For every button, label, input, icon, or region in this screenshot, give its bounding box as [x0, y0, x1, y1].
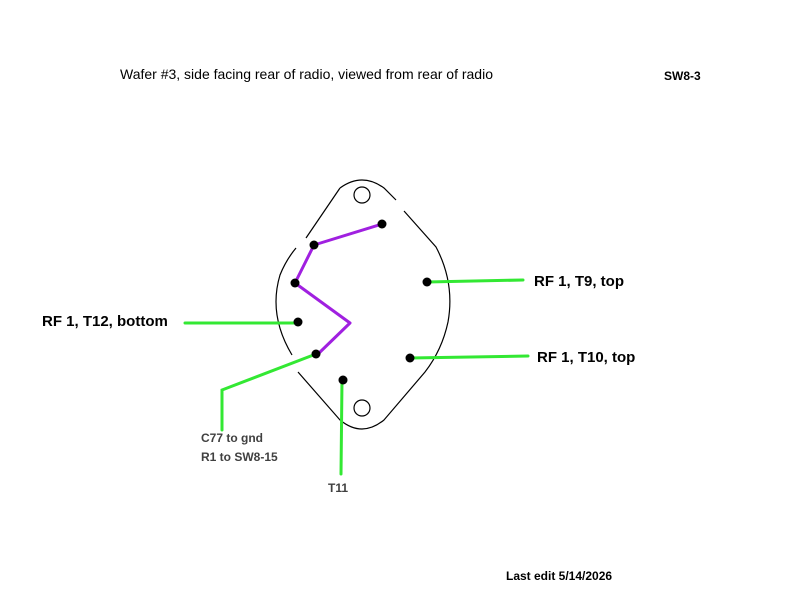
lead-wire-t11 — [339, 378, 344, 476]
terminal-top-right — [377, 219, 387, 229]
terminal-t12 — [293, 317, 303, 327]
jumper-wires — [293, 222, 384, 356]
lead-wires — [183, 278, 530, 476]
lead-wire-t10 — [408, 354, 530, 360]
last-edit-note: Last edit 5/14/2026 — [506, 569, 613, 583]
label-t12-bottom: RF 1, T12, bottom — [42, 313, 168, 330]
label-c77: C77 to gnd R1 to SW8-15 — [201, 429, 278, 467]
terminal-upper-left — [309, 240, 319, 250]
terminal-t9 — [422, 277, 432, 287]
label-c77-line1: C77 to gnd — [201, 431, 263, 445]
label-t10-top: RF 1, T10, top — [537, 349, 636, 366]
jumper-wire-upper — [293, 222, 384, 356]
label-t11: T11 — [328, 481, 349, 495]
terminal-c77 — [311, 349, 321, 359]
terminal-left — [290, 278, 300, 288]
mounting-hole-bottom — [353, 399, 371, 417]
terminals — [290, 219, 432, 385]
lead-wire-t9 — [425, 278, 525, 284]
terminal-t11 — [338, 375, 348, 385]
terminal-t10 — [405, 353, 415, 363]
lead-wire-c77 — [220, 352, 318, 432]
label-c77-line2: R1 to SW8-15 — [201, 450, 278, 464]
label-t9-top: RF 1, T9, top — [534, 273, 624, 290]
wafer-outline — [275, 179, 451, 430]
switch-section-id: SW8-3 — [664, 69, 701, 83]
diagram-title: Wafer #3, side facing rear of radio, vie… — [120, 66, 493, 82]
mounting-hole-top — [353, 186, 371, 204]
